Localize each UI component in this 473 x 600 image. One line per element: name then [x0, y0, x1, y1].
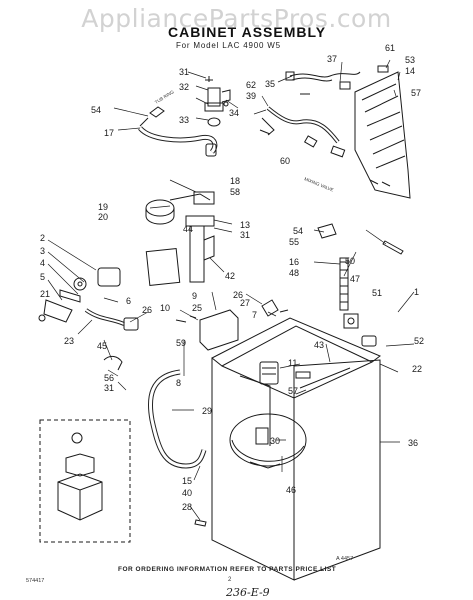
tub-ring-valve	[204, 76, 231, 127]
callout: 47	[350, 274, 360, 284]
callout: 26	[233, 290, 243, 300]
callout: 18	[230, 176, 240, 186]
cabinet-body	[211, 317, 381, 581]
timer-bracket	[145, 191, 215, 287]
callout: 20	[98, 212, 108, 222]
callout: 42	[225, 271, 235, 281]
mixing-valve-hose	[259, 106, 346, 158]
callout: 58	[230, 187, 240, 197]
callout: 4	[40, 258, 45, 268]
callout: 27	[240, 298, 250, 308]
callout: 35	[265, 79, 275, 89]
callout: 13	[240, 220, 250, 230]
inlet-valve-parts	[38, 267, 139, 371]
ordering-info-footer: FOR ORDERING INFORMATION REFER TO PARTS …	[118, 566, 337, 573]
callout: 32	[179, 82, 189, 92]
callout-numbers: 31 32 33 34 54 17 62 39 35 37 61 53 14 5…	[40, 43, 424, 512]
callout: 14	[405, 66, 415, 76]
callout: 40	[182, 488, 192, 498]
callout: 11	[288, 358, 297, 368]
callout: 57	[288, 386, 298, 396]
fill-hose-assembly	[138, 106, 218, 157]
callout: 51	[372, 288, 382, 298]
callout: 15	[182, 476, 192, 486]
model-subtitle: For Model LAC 4900 W5	[176, 41, 281, 50]
page-title: CABINET ASSEMBLY	[168, 24, 327, 40]
page-number: 2	[228, 577, 232, 583]
callout: 62	[246, 80, 256, 90]
callout: 57	[411, 88, 421, 98]
callout: 26	[142, 305, 152, 315]
drain-pump-assembly	[317, 223, 404, 329]
callout: 5	[40, 272, 45, 282]
callout: 31	[240, 230, 250, 240]
callout: 43	[314, 340, 324, 350]
leader-lines	[47, 59, 415, 521]
back-panel	[354, 71, 411, 199]
callout: 30	[270, 436, 280, 446]
screw-40	[194, 519, 207, 527]
mixing-valve-label: MIXING VALVE	[304, 176, 335, 192]
callout: 7	[252, 310, 257, 320]
callout: 56	[104, 373, 114, 383]
callout: 8	[176, 378, 181, 388]
drawing-code: 574417	[26, 578, 45, 584]
callout: 2	[40, 233, 45, 243]
callout: 44	[183, 224, 193, 234]
callout: 60	[280, 156, 290, 166]
callout: 23	[64, 336, 74, 346]
callout: 45	[97, 341, 107, 351]
callout: 61	[385, 43, 395, 53]
callout: 31	[104, 383, 114, 393]
callout: 17	[104, 128, 114, 138]
callout: 31	[179, 67, 189, 77]
kit-dashed-box	[39, 419, 131, 543]
callout: 39	[246, 91, 256, 101]
drain-hose	[147, 369, 207, 469]
callout: 36	[408, 438, 418, 448]
callout: 3	[40, 246, 45, 256]
callout: 22	[412, 364, 422, 374]
callout: 54	[91, 105, 101, 115]
callout: 9	[192, 291, 197, 301]
callout: 55	[289, 237, 299, 247]
watermark: AppliancePartsPros.com	[81, 4, 392, 33]
callout: 37	[327, 54, 337, 64]
callout: 10	[160, 303, 170, 313]
callout: 25	[192, 303, 202, 313]
callout: 46	[286, 485, 296, 495]
callout: 16	[289, 257, 299, 267]
callout: 59	[176, 338, 186, 348]
callout: 6	[126, 296, 131, 306]
callout: 21	[40, 289, 50, 299]
callout: 52	[414, 336, 424, 346]
figure-reference: A 4457	[336, 556, 354, 562]
harness-wires	[285, 65, 389, 95]
callout: 34	[229, 108, 239, 118]
callout: 28	[182, 502, 192, 512]
callout: 54	[293, 226, 303, 236]
callout: 1	[414, 287, 419, 297]
callout: 19	[98, 202, 108, 212]
callout: 50	[345, 256, 355, 266]
motor-switch-bracket	[259, 335, 377, 385]
callout: 29	[202, 406, 212, 416]
callout: 53	[405, 55, 415, 65]
callout: 33	[179, 115, 189, 125]
callout: 48	[289, 268, 299, 278]
tub-ring-label: TUB RING	[154, 89, 175, 105]
handwritten-note: 236-E-9	[226, 586, 270, 599]
